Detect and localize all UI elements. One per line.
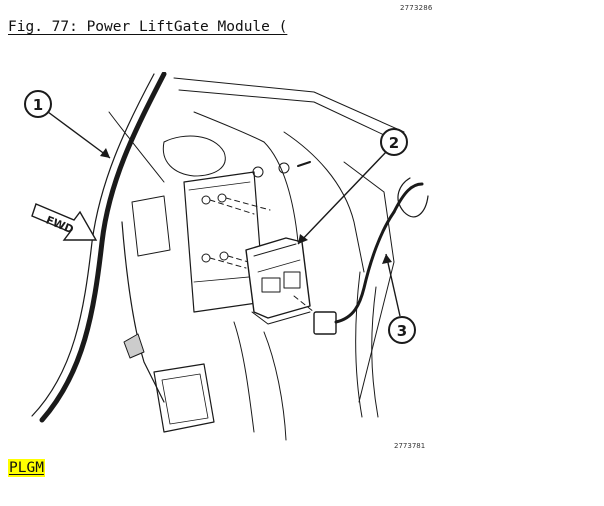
svg-text:1: 1 <box>33 96 43 114</box>
callout-1: 1 <box>24 90 111 159</box>
illustration-reference-number: 2773781 <box>394 442 425 450</box>
liftgate-module-illustration: FWD 1 2 3 2773781 <box>14 72 434 452</box>
callout-3: 3 <box>382 253 416 344</box>
figure-reference-number: 2773286 <box>400 4 433 12</box>
svg-text:3: 3 <box>397 322 407 340</box>
plgm-highlighted-label: PLGM <box>8 459 45 477</box>
svg-text:2: 2 <box>389 134 399 152</box>
fwd-arrow-icon: FWD <box>31 203 98 241</box>
callout-2: 2 <box>297 128 408 245</box>
figure-caption: Fig. 77: Power LiftGate Module ( <box>8 19 288 35</box>
line-drawing: FWD 1 2 3 2773781 <box>24 72 429 450</box>
fwd-label: FWD <box>44 213 76 236</box>
